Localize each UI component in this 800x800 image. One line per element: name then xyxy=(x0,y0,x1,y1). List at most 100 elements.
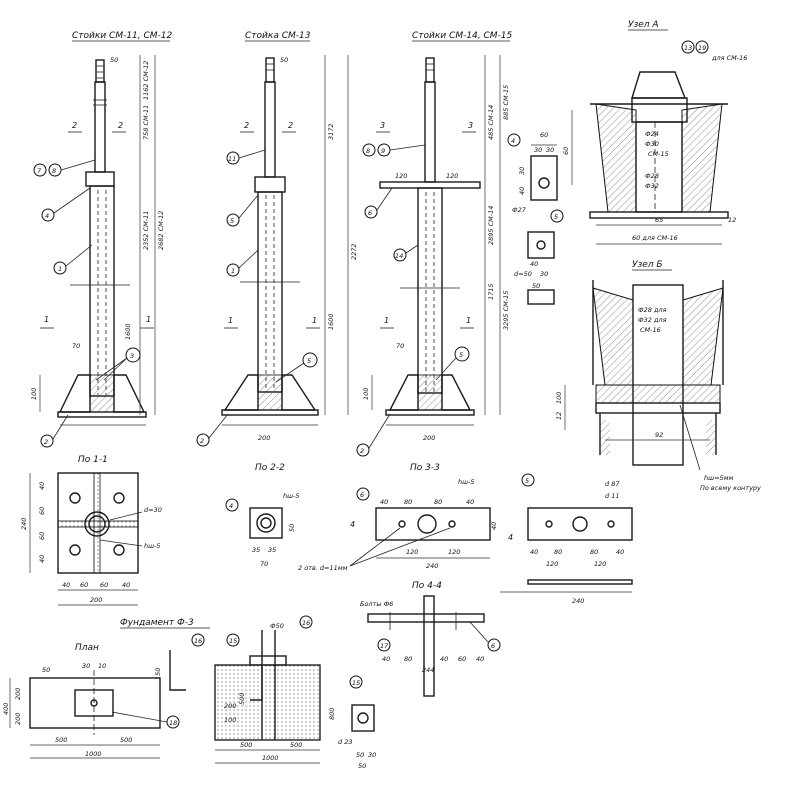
svg-text:120: 120 xyxy=(546,560,558,568)
svg-text:120: 120 xyxy=(448,548,460,556)
svg-text:35: 35 xyxy=(252,546,260,554)
svg-text:2: 2 xyxy=(360,447,364,455)
svg-text:1600: 1600 xyxy=(327,313,335,330)
svg-text:12: 12 xyxy=(728,216,736,224)
svg-text:40: 40 xyxy=(466,498,474,506)
svg-text:2: 2 xyxy=(72,121,77,130)
svg-text:30: 30 xyxy=(82,662,90,670)
svg-text:2272: 2272 xyxy=(350,243,358,260)
svg-text:18: 18 xyxy=(169,719,177,727)
svg-text:6: 6 xyxy=(491,642,495,650)
svg-text:Ф27: Ф27 xyxy=(512,206,527,214)
svg-text:30: 30 xyxy=(540,270,548,278)
svg-text:16: 16 xyxy=(194,637,202,645)
svg-text:3: 3 xyxy=(468,121,473,130)
svg-text:6: 6 xyxy=(360,491,364,499)
svg-text:Болты Ф6: Болты Ф6 xyxy=(360,600,393,608)
svg-text:50: 50 xyxy=(280,56,288,64)
svg-text:12: 12 xyxy=(555,412,563,420)
title-col3: Стойки СМ-14, СМ-15 xyxy=(412,31,513,41)
svg-text:200: 200 xyxy=(423,434,435,442)
svg-text:1000: 1000 xyxy=(85,750,102,758)
svg-text:5: 5 xyxy=(525,477,529,485)
svg-text:15: 15 xyxy=(229,637,237,645)
svg-text:70: 70 xyxy=(396,342,404,350)
svg-text:7: 7 xyxy=(37,167,42,175)
svg-text:По 3-3: По 3-3 xyxy=(410,463,440,473)
svg-text:40: 40 xyxy=(530,548,538,556)
svg-text:10: 10 xyxy=(98,662,106,670)
svg-text:3172: 3172 xyxy=(327,123,335,140)
section-4-4: По 4-4 Болты Ф6 17 6 40 80 40 60 40 244 xyxy=(360,581,501,697)
svg-text:100: 100 xyxy=(30,388,38,400)
svg-text:d 87: d 87 xyxy=(605,480,620,488)
svg-text:Ф30: Ф30 xyxy=(645,140,659,148)
svg-text:500: 500 xyxy=(120,736,132,744)
svg-text:2: 2 xyxy=(200,437,204,445)
foundation-section: 15 16 Ф50 500 500 1000 800 500 200 100 xyxy=(214,615,336,764)
svg-text:120: 120 xyxy=(594,560,606,568)
svg-text:40: 40 xyxy=(38,482,46,490)
svg-text:80: 80 xyxy=(404,498,412,506)
svg-text:80: 80 xyxy=(434,498,442,506)
svg-text:758 СМ-11: 758 СМ-11 xyxy=(142,105,150,140)
svg-text:885 СМ-15: 885 СМ-15 xyxy=(502,85,510,120)
svg-text:50: 50 xyxy=(532,282,540,290)
svg-text:40: 40 xyxy=(490,522,498,530)
svg-text:5: 5 xyxy=(554,213,558,221)
callouts-col3: 8 9 6 14 5 2 xyxy=(356,143,470,457)
callouts-col1: 7 8 4 1 3 2 xyxy=(33,159,141,448)
svg-text:4: 4 xyxy=(508,533,513,542)
svg-text:120: 120 xyxy=(406,548,418,556)
svg-text:50: 50 xyxy=(288,524,296,532)
svg-text:500: 500 xyxy=(240,741,252,749)
svg-text:19: 19 xyxy=(698,44,706,52)
svg-text:200: 200 xyxy=(90,596,102,604)
svg-text:4: 4 xyxy=(350,520,355,529)
svg-text:1: 1 xyxy=(231,267,235,275)
svg-text:60: 60 xyxy=(38,507,46,515)
svg-text:17: 17 xyxy=(380,642,389,650)
svg-text:40: 40 xyxy=(62,581,70,589)
svg-text:200: 200 xyxy=(14,713,22,725)
svg-text:2895 СМ-14: 2895 СМ-14 xyxy=(487,206,495,245)
svg-text:hш-5: hш-5 xyxy=(144,542,161,550)
svg-text:40: 40 xyxy=(476,655,484,663)
svg-text:8: 8 xyxy=(366,147,370,155)
svg-text:40: 40 xyxy=(518,187,526,195)
svg-text:6: 6 xyxy=(368,209,372,217)
svg-text:30: 30 xyxy=(368,751,376,759)
svg-text:15: 15 xyxy=(352,679,360,687)
svg-text:65: 65 xyxy=(655,216,663,224)
svg-text:d=50: d=50 xyxy=(514,270,532,278)
svg-text:500: 500 xyxy=(290,741,302,749)
svg-text:11: 11 xyxy=(228,155,236,163)
svg-text:8: 8 xyxy=(52,167,56,175)
svg-text:60: 60 xyxy=(458,655,466,663)
section-2-2: По 2-2 4 hш-5 35 35 70 50 xyxy=(225,463,300,568)
svg-text:1: 1 xyxy=(228,316,233,325)
svg-text:40: 40 xyxy=(530,260,538,268)
svg-text:80: 80 xyxy=(404,655,412,663)
svg-text:50: 50 xyxy=(356,751,364,759)
svg-text:1: 1 xyxy=(466,316,471,325)
svg-text:1600: 1600 xyxy=(124,323,132,340)
svg-text:1: 1 xyxy=(146,315,151,324)
svg-text:16: 16 xyxy=(302,619,310,627)
svg-text:30: 30 xyxy=(546,146,554,154)
svg-text:60: 60 xyxy=(80,581,88,589)
svg-text:120: 120 xyxy=(395,172,407,180)
svg-text:4: 4 xyxy=(45,212,49,220)
svg-text:500: 500 xyxy=(55,736,67,744)
column-titles: Стойки СМ-11, СМ-12 Стойка СМ-13 Стойки … xyxy=(72,20,672,271)
svg-text:5: 5 xyxy=(459,351,463,359)
svg-text:Ф28 для: Ф28 для xyxy=(638,306,667,314)
svg-text:2: 2 xyxy=(288,121,293,130)
svg-text:d=30: d=30 xyxy=(144,506,162,514)
svg-text:35: 35 xyxy=(268,546,276,554)
svg-text:По 4-4: По 4-4 xyxy=(412,581,442,591)
svg-text:100: 100 xyxy=(224,716,236,724)
part-5-plate: 5 d 87 d 11 40 80 80 40 120 120 240 xyxy=(500,473,633,605)
